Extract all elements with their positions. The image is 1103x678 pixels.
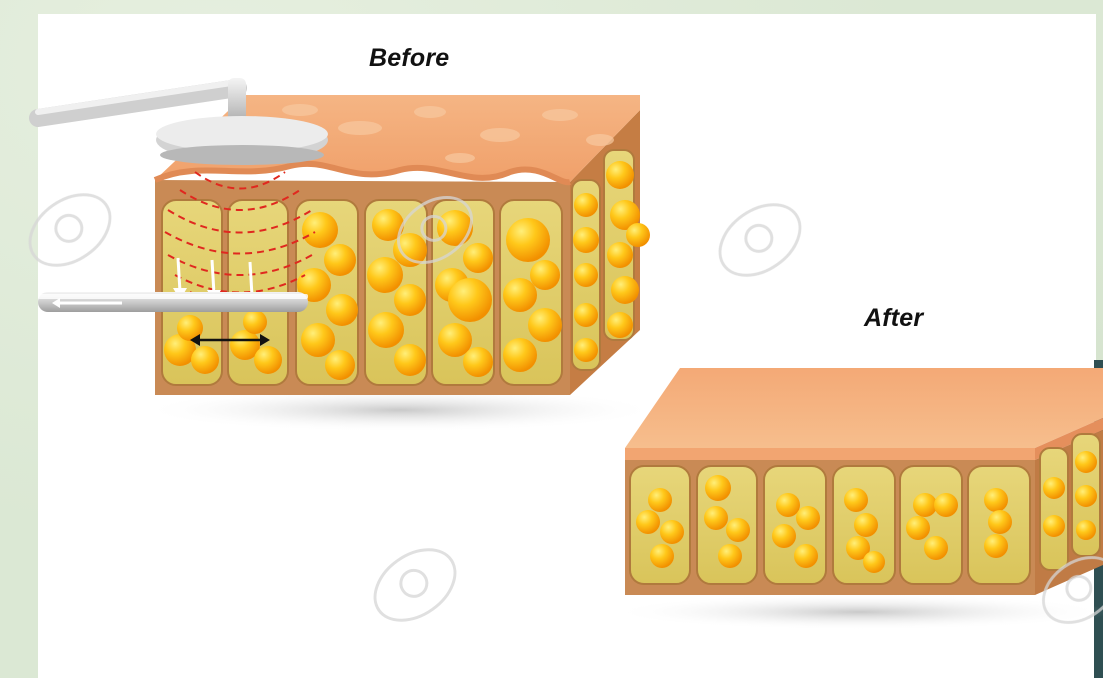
- before-label: Before: [369, 44, 449, 73]
- before-block: [38, 78, 660, 432]
- treatment-head-icon: [38, 78, 328, 165]
- after-skin-top: [625, 368, 1103, 448]
- after-block: [610, 368, 1103, 630]
- cannula-icon: [38, 292, 308, 312]
- after-label: After: [864, 304, 923, 333]
